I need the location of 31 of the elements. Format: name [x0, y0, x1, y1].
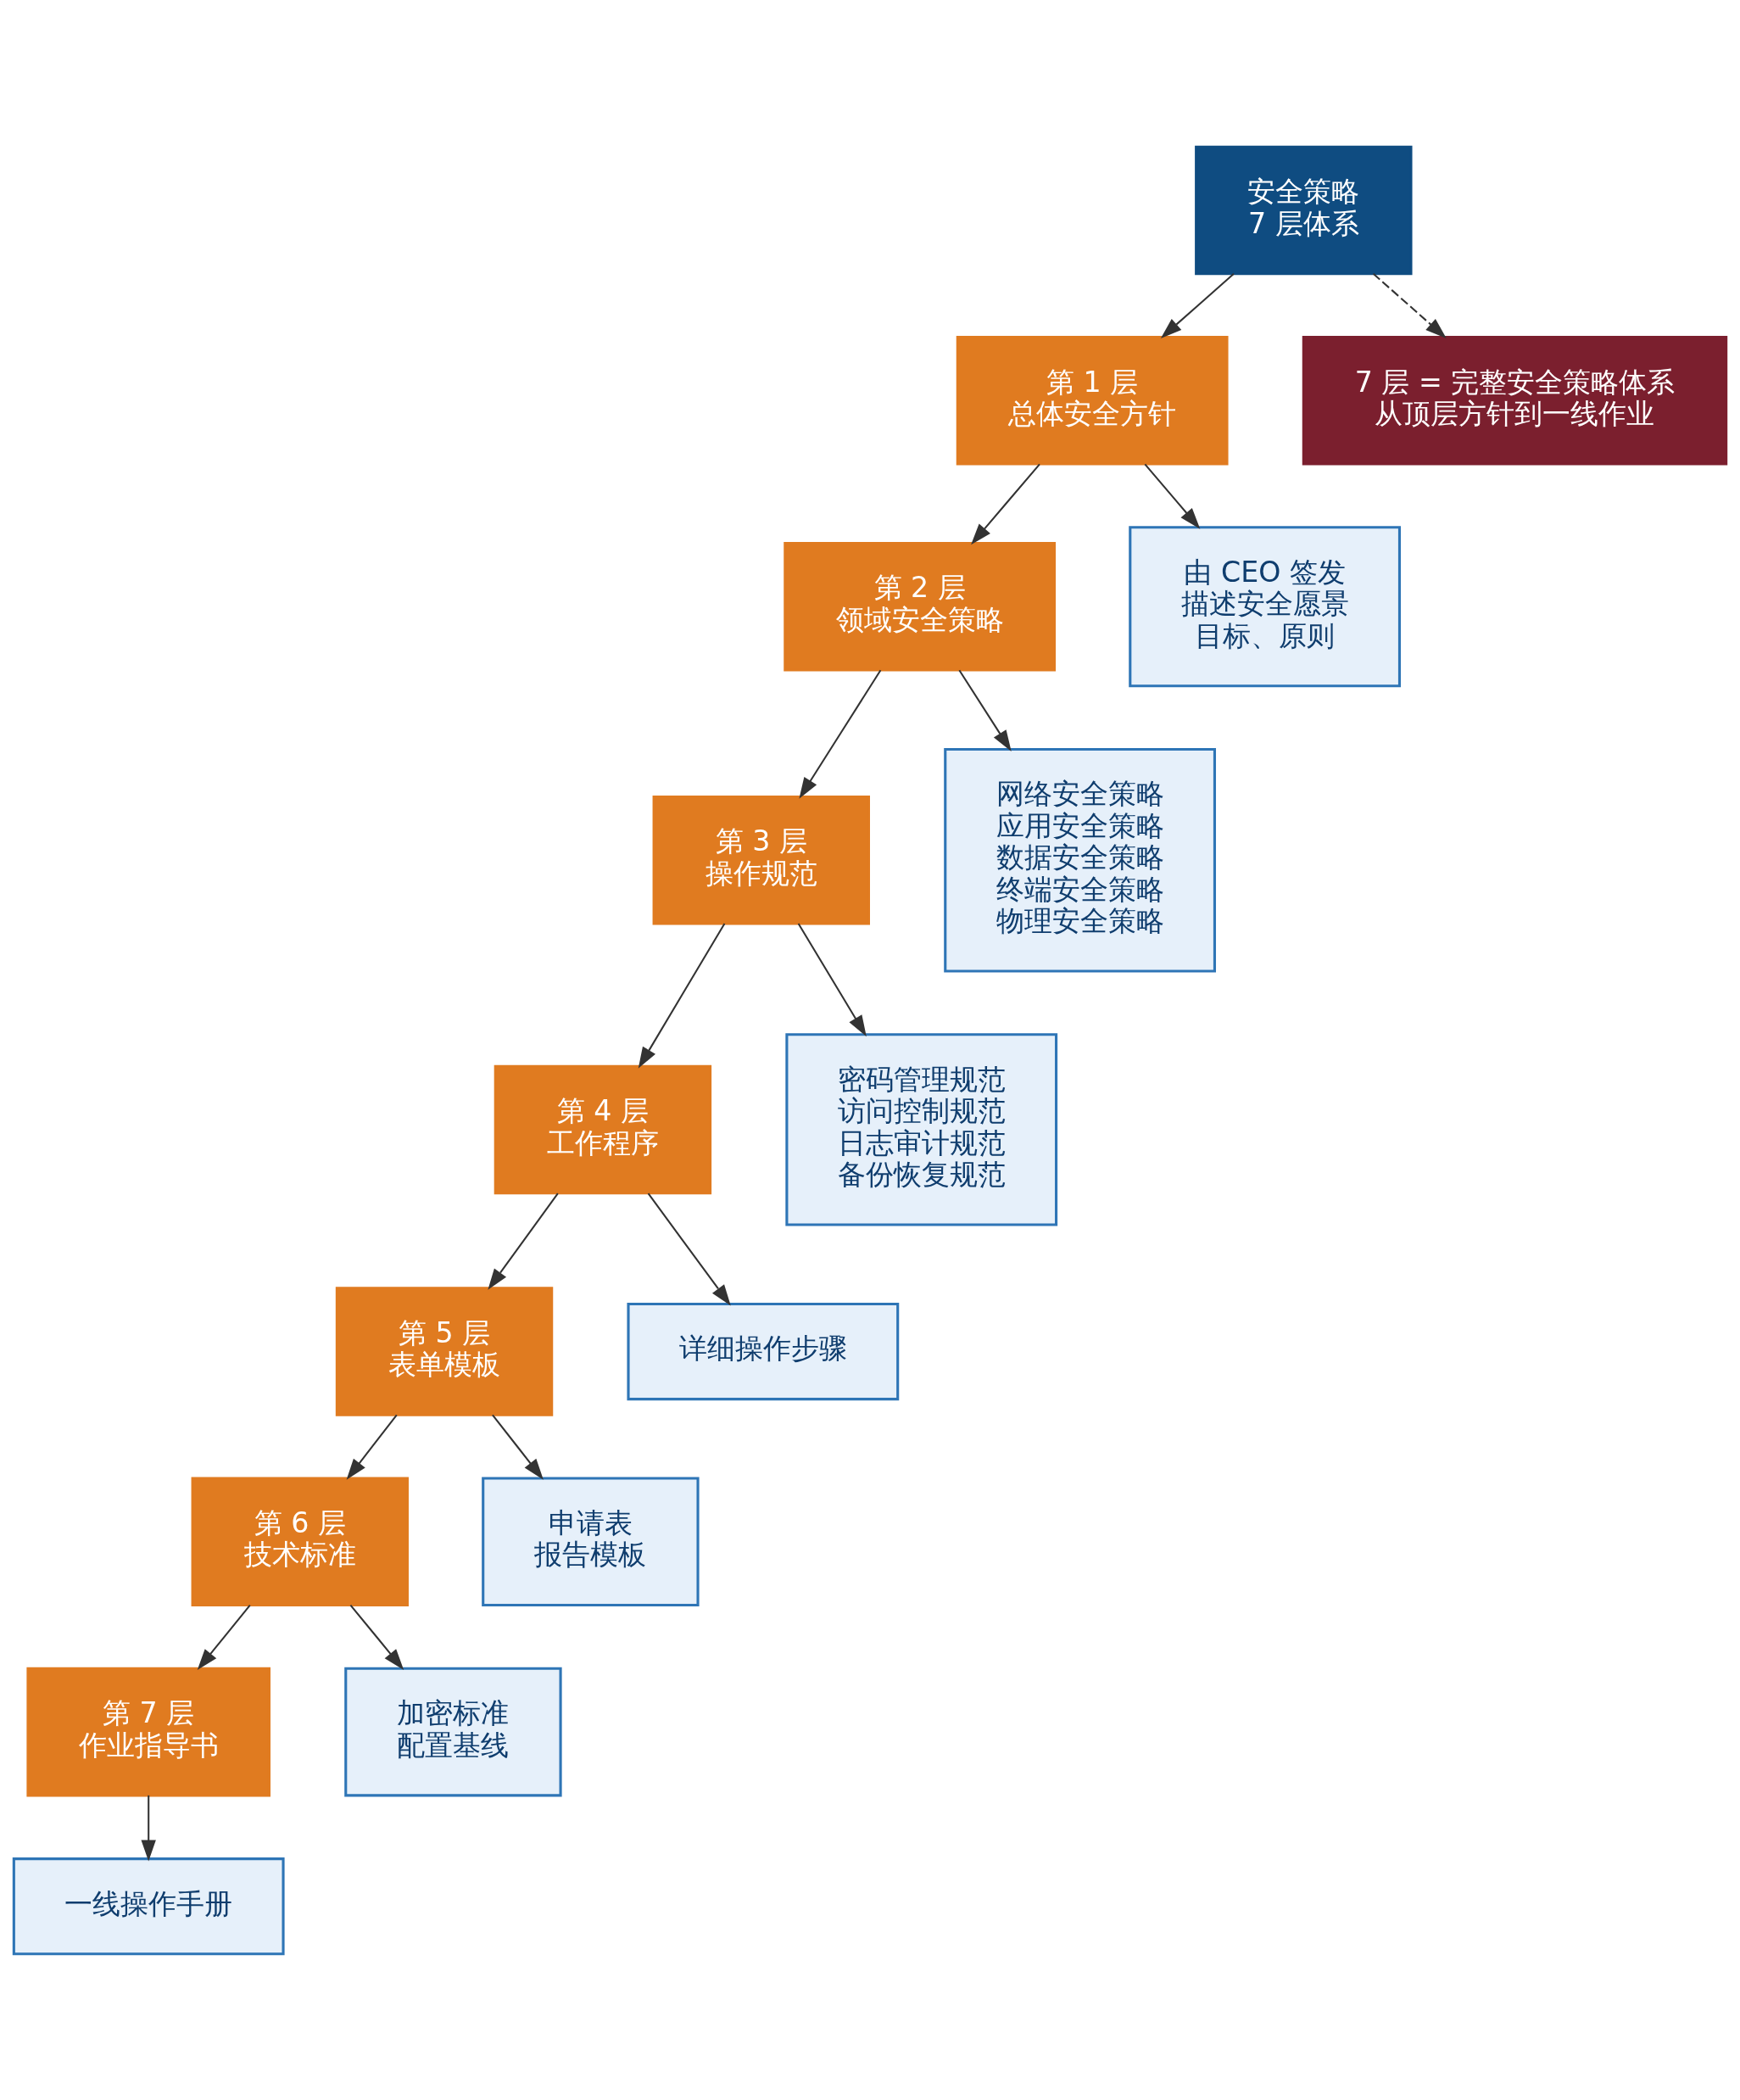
- node-box: 由 CEO 签发 描述安全愿景 目标、原则: [1129, 525, 1402, 687]
- arrow: [492, 1414, 544, 1480]
- arrow: [349, 1604, 404, 1670]
- arrow: [141, 1795, 156, 1861]
- node-box: 加密标准 配置基线: [344, 1667, 562, 1796]
- node-box: 第 1 层 总体安全方针: [956, 335, 1229, 466]
- node-box: 密码管理规范 访问控制规范 日志审计规范 备份恢复规范: [785, 1032, 1058, 1226]
- node-box: 第 4 层 工作程序: [494, 1064, 712, 1194]
- arrow: [958, 669, 1012, 751]
- arrow: [647, 1192, 731, 1306]
- arrow: [1372, 272, 1447, 338]
- arrow: [797, 923, 867, 1036]
- node-box: 安全策略 7 层体系: [1195, 145, 1413, 275]
- node-box: 第 6 层 技术标准: [191, 1477, 409, 1606]
- node-box: 一线操作手册: [12, 1857, 285, 1955]
- node-box: 第 5 层 表单模板: [335, 1286, 554, 1416]
- node-box: 网络安全策略 应用安全策略 数据安全策略 终端安全策略 物理安全策略: [944, 747, 1216, 973]
- node-box: 申请表 报告模板: [482, 1477, 700, 1606]
- arrow: [488, 1192, 559, 1290]
- arrow: [1144, 463, 1201, 529]
- node-box: 详细操作步骤: [627, 1302, 900, 1400]
- arrow: [346, 1414, 398, 1480]
- node-box: 第 2 层 领域安全策略: [784, 541, 1057, 672]
- arrow: [1160, 272, 1235, 338]
- arrow: [971, 463, 1040, 545]
- arrow: [197, 1604, 251, 1670]
- node-box: 第 3 层 操作规范: [652, 795, 870, 925]
- arrow: [799, 669, 882, 799]
- node-box: 7 层 = 完整安全策略体系 从顶层方针到一线作业: [1302, 335, 1728, 466]
- node-box: 第 7 层 作业指导书: [26, 1667, 270, 1796]
- arrow: [638, 923, 726, 1069]
